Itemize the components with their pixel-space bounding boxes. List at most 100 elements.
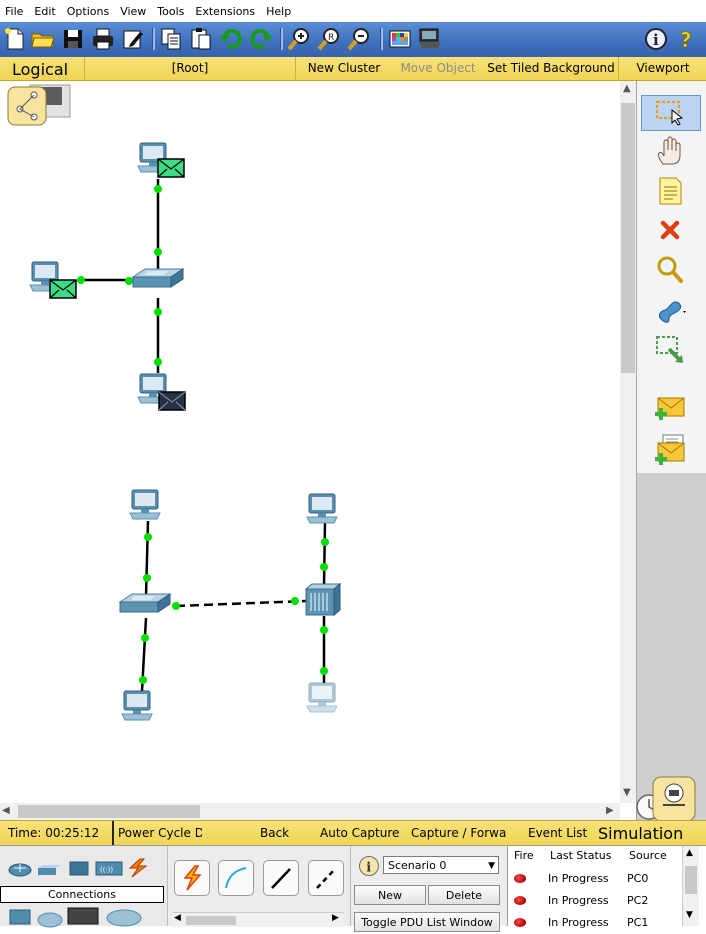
table-row[interactable]: In Progress PC1 xyxy=(508,912,683,934)
scroll-down-icon[interactable]: ▼ xyxy=(623,787,631,798)
scenario-select[interactable]: Scenario 0 ▼ xyxy=(383,856,499,874)
table-row[interactable]: In Progress PC2 xyxy=(508,890,683,912)
select-tool-icon[interactable] xyxy=(641,95,701,131)
back-button[interactable]: Back xyxy=(260,826,290,840)
menu-extensions[interactable]: Extensions xyxy=(195,4,256,18)
crossover-cable-icon[interactable] xyxy=(308,860,344,896)
straight-through-cable-icon[interactable] xyxy=(263,860,299,896)
pc-device[interactable] xyxy=(121,690,153,721)
paste-icon[interactable] xyxy=(188,26,214,52)
event-list-scrollbar[interactable]: ▲ ▼ xyxy=(682,846,699,926)
redo-icon[interactable] xyxy=(248,26,274,52)
undo-icon[interactable] xyxy=(218,26,244,52)
draw-shape-icon[interactable] xyxy=(653,293,687,327)
network-topology[interactable] xyxy=(0,81,620,803)
wireless-devices-category-icon[interactable]: ((·)) xyxy=(95,861,123,876)
scroll-left-icon[interactable]: ◀ xyxy=(2,805,10,816)
viewport-button[interactable]: Viewport xyxy=(618,57,706,80)
zoom-out-icon[interactable] xyxy=(346,26,372,52)
scroll-thumb[interactable] xyxy=(186,916,236,925)
console-cable-icon[interactable] xyxy=(218,860,254,896)
simulation-mode-label[interactable]: Simulation xyxy=(598,824,684,843)
connection-types-scrollbar[interactable]: ◀ ▶ xyxy=(172,912,344,927)
table-row[interactable]: In Progress PC0 xyxy=(508,868,683,890)
root-cluster-label[interactable]: [Root] xyxy=(84,57,295,80)
new-cluster-button[interactable]: New Cluster xyxy=(295,57,392,80)
scroll-down-icon[interactable]: ▼ xyxy=(686,910,693,920)
move-layout-icon[interactable] xyxy=(653,134,687,168)
horizontal-scrollbar[interactable]: ◀ ▶ xyxy=(0,803,620,820)
pc-device[interactable] xyxy=(306,493,338,524)
help-icon[interactable]: ? xyxy=(674,26,700,52)
pc-device[interactable] xyxy=(129,489,161,520)
scroll-right-icon[interactable]: ▶ xyxy=(606,805,614,816)
scroll-right-icon[interactable]: ▶ xyxy=(332,913,339,923)
fire-indicator-icon[interactable] xyxy=(514,918,526,927)
multiuser-category-icon[interactable] xyxy=(106,909,142,927)
new-scenario-button[interactable]: New xyxy=(354,885,426,905)
server-device[interactable] xyxy=(304,582,342,617)
new-file-icon[interactable] xyxy=(2,26,28,52)
resize-shape-icon[interactable] xyxy=(653,333,687,367)
custom-devices-category-icon[interactable] xyxy=(67,907,99,925)
connections-category-icon[interactable] xyxy=(128,858,148,878)
place-note-icon[interactable] xyxy=(653,174,687,208)
print-icon[interactable] xyxy=(90,26,116,52)
vertical-scroll-thumb[interactable] xyxy=(621,103,635,373)
menu-view[interactable]: View xyxy=(120,4,147,18)
custom-device-icon[interactable] xyxy=(417,26,443,52)
fire-indicator-icon[interactable] xyxy=(514,896,526,905)
auto-capture-button[interactable]: Auto Capture xyxy=(320,826,400,840)
activity-wizard-icon[interactable] xyxy=(120,26,146,52)
pc-device-powered-off[interactable] xyxy=(306,682,338,713)
move-object-button[interactable]: Move Object xyxy=(400,61,476,75)
auto-connection-icon[interactable] xyxy=(174,860,210,896)
add-simple-pdu-icon[interactable] xyxy=(653,392,687,426)
power-cycle-devices-button[interactable]: Power Cycle Devi xyxy=(118,826,202,840)
pdu-envelope-icon[interactable] xyxy=(157,158,185,178)
menu-tools[interactable]: Tools xyxy=(157,4,185,18)
palette-icon[interactable] xyxy=(387,26,413,52)
switches-category-icon[interactable] xyxy=(38,865,61,875)
menu-file[interactable]: File xyxy=(5,4,24,18)
logical-workspace-tab[interactable]: Logical xyxy=(12,60,69,79)
routers-category-icon[interactable] xyxy=(8,863,32,877)
zoom-in-icon[interactable] xyxy=(286,26,312,52)
link-switch-router[interactable] xyxy=(175,599,307,608)
delete-icon[interactable] xyxy=(653,213,687,247)
end-devices-category-icon[interactable] xyxy=(9,909,31,925)
vertical-scrollbar[interactable]: ▲ ▼ xyxy=(620,81,636,803)
pdu-envelope-icon[interactable] xyxy=(158,391,186,411)
back-to-root-icon[interactable] xyxy=(7,84,71,126)
zoom-reset-icon[interactable]: R xyxy=(316,26,342,52)
scroll-left-icon[interactable]: ◀ xyxy=(174,913,181,923)
menu-help[interactable]: Help xyxy=(266,4,292,18)
open-folder-icon[interactable] xyxy=(30,26,56,52)
delete-scenario-button[interactable]: Delete xyxy=(428,885,500,905)
save-icon[interactable] xyxy=(60,26,86,52)
switch-device[interactable] xyxy=(132,268,184,288)
toggle-pdu-list-window-button[interactable]: Toggle PDU List Window xyxy=(354,912,500,932)
inspect-icon[interactable] xyxy=(653,253,687,287)
fire-indicator-icon[interactable] xyxy=(514,874,526,883)
event-list-button[interactable]: Event List xyxy=(528,826,588,840)
scroll-up-icon[interactable]: ▲ xyxy=(623,83,631,94)
link-pc-router[interactable] xyxy=(322,520,327,586)
logical-workspace-canvas[interactable] xyxy=(0,81,620,803)
scroll-up-icon[interactable]: ▲ xyxy=(686,848,693,858)
link-pc-switch[interactable] xyxy=(144,520,150,597)
pdu-envelope-icon[interactable] xyxy=(49,279,77,299)
set-tiled-background-button[interactable]: Set Tiled Background xyxy=(487,61,615,75)
copy-icon[interactable] xyxy=(158,26,184,52)
hubs-category-icon[interactable] xyxy=(69,861,89,876)
scenario-info-icon[interactable]: i xyxy=(358,855,380,877)
scroll-thumb[interactable] xyxy=(685,866,697,894)
add-complex-pdu-icon[interactable] xyxy=(653,433,687,467)
simulation-mode-toggle[interactable] xyxy=(627,773,706,822)
capture-forward-button[interactable]: Capture / Forwa xyxy=(411,826,507,840)
horizontal-scroll-thumb[interactable] xyxy=(18,805,200,818)
menu-options[interactable]: Options xyxy=(66,4,110,18)
switch-device[interactable] xyxy=(119,593,171,613)
menu-edit[interactable]: Edit xyxy=(34,4,56,18)
info-icon[interactable]: i xyxy=(643,26,669,52)
